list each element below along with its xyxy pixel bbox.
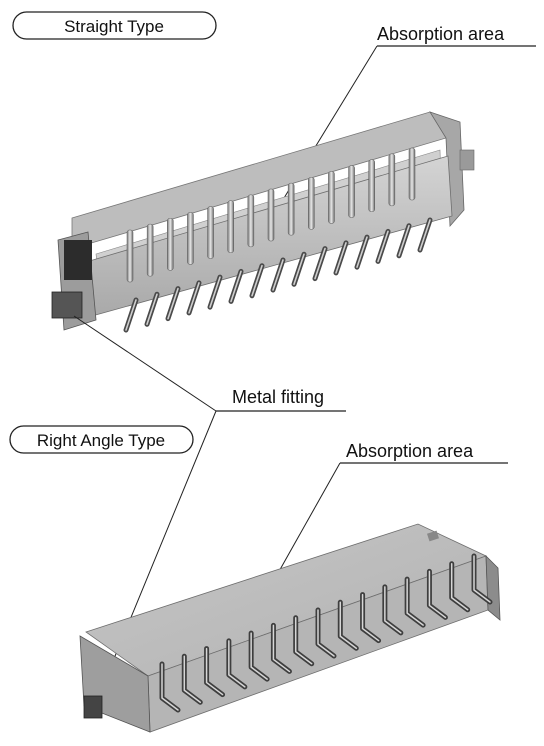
straight-contact-pin [368, 159, 375, 212]
right-angle-metal-fitting-block [83, 695, 103, 719]
straight-right-tab [459, 149, 475, 171]
straight-contact-pin [247, 194, 255, 248]
straight-contact-pin [126, 229, 134, 283]
right-angle-type-badge [9, 425, 194, 454]
right-angle-pins [159, 553, 493, 713]
straight-type-section: Straight Type Absorption area [12, 11, 536, 333]
straight-contact-pin [408, 147, 416, 201]
straight-tail-pin-highlight [188, 282, 200, 314]
right-angle-pin-highlight [406, 578, 424, 626]
metal-fitting-leader-top [73, 315, 217, 412]
straight-tail-pin-highlight [335, 242, 347, 274]
straight-contact-pin [308, 177, 315, 230]
straight-upright-pins [126, 147, 416, 283]
right-angle-pin-highlight [450, 562, 469, 611]
straight-type-badge-text: Straight Type [64, 17, 164, 36]
right-angle-pin-highlight [317, 609, 335, 657]
straight-tail-pin-highlight [125, 299, 137, 331]
right-angle-pin-highlight [205, 647, 224, 696]
straight-tail-pin-highlight [356, 236, 368, 268]
right-angle-pin-highlight [250, 632, 268, 680]
right-angle-pin-highlight [473, 555, 491, 603]
straight-tail-pin-highlight [230, 270, 242, 303]
right-angle-pin-highlight [161, 663, 179, 711]
straight-contact-pin [328, 171, 335, 224]
metal-fitting-label: Metal fitting [232, 387, 324, 407]
straight-tail-pin-highlight [314, 247, 326, 280]
straight-contact-pin [187, 212, 194, 265]
right-angle-connector [79, 523, 501, 733]
straight-absorption-label: Absorption area [377, 24, 505, 44]
straight-left-top-block [64, 240, 92, 280]
straight-tail-pin-highlight [293, 253, 305, 286]
right-angle-right-end [485, 554, 501, 621]
straight-tail-pin-highlight [251, 264, 263, 297]
straight-contact-pin [146, 223, 154, 277]
straight-tail-pins [123, 217, 433, 333]
right-angle-pin-highlight [384, 586, 402, 634]
straight-tail-pin-highlight [398, 224, 410, 257]
right-angle-pin-highlight [228, 640, 246, 688]
straight-tail-pin-highlight [167, 287, 179, 320]
straight-type-badge [12, 11, 217, 40]
right-angle-pin-highlight [294, 616, 313, 665]
straight-contact-pin [287, 182, 295, 236]
right-angle-pin-highlight [272, 624, 291, 673]
straight-contact-pin [207, 206, 214, 259]
right-angle-pin-highlight [361, 593, 380, 642]
straight-right-end [429, 111, 465, 228]
straight-tail-pin-highlight [146, 293, 158, 326]
right-angle-pin-highlight [339, 601, 358, 650]
straight-tail-pin-highlight [272, 259, 284, 291]
straight-contact-pin [227, 200, 234, 253]
right-angle-type-section: Right Angle Type Absorption area [9, 425, 508, 733]
straight-metal-fitting-block [51, 291, 83, 319]
right-angle-pin-highlight [183, 655, 202, 704]
straight-connector [51, 111, 475, 333]
right-angle-type-badge-text: Right Angle Type [37, 431, 165, 450]
right-angle-absorption-label: Absorption area [346, 441, 474, 461]
straight-contact-pin [388, 153, 396, 207]
straight-contact-pin [348, 165, 355, 218]
right-angle-top-notch [427, 530, 439, 542]
straight-tail-pin-highlight [419, 219, 431, 251]
straight-contact-pin [267, 188, 275, 242]
straight-tail-pin-highlight [209, 276, 221, 308]
straight-tail-pin-highlight [377, 230, 389, 263]
right-angle-pin-highlight [428, 570, 447, 619]
straight-contact-pin [167, 218, 174, 271]
